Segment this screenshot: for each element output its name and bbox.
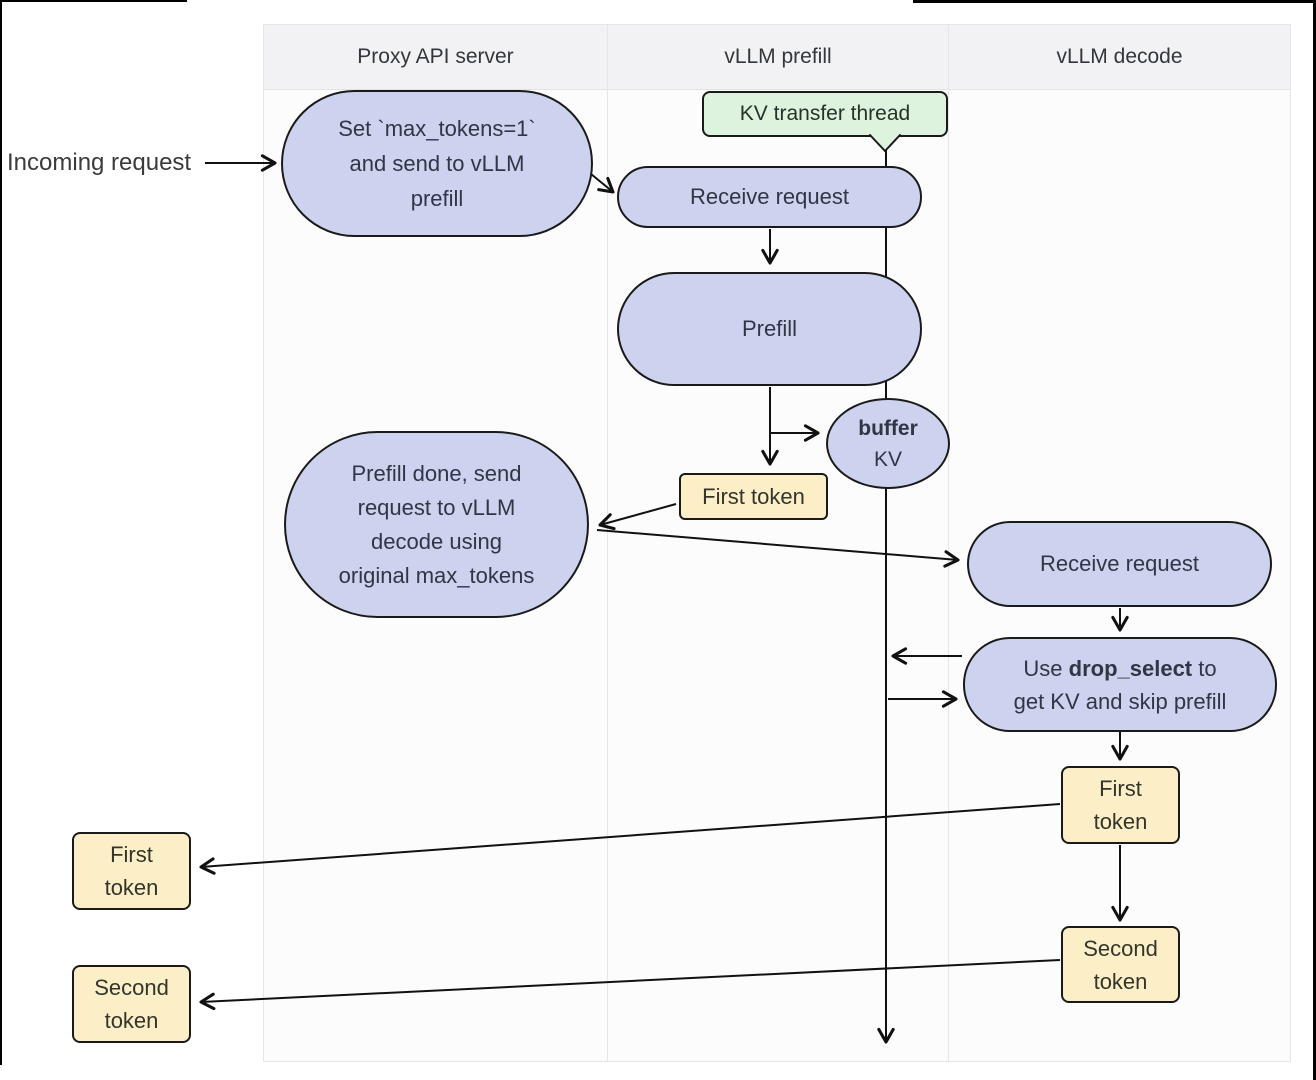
- node-first-token-out: First token: [72, 832, 191, 910]
- node-receive-request-prefill: Receive request: [617, 166, 922, 228]
- node-text-line: and send to vLLM: [349, 151, 525, 176]
- node-text-line: First: [1099, 776, 1142, 801]
- node-kv-transfer-thread: KV transfer thread: [702, 91, 948, 137]
- frame-top-right-border: [913, 0, 1316, 3]
- frame-top-left-border: [0, 0, 187, 2]
- lane-title: Proxy API server: [357, 45, 514, 68]
- lane-header-proxy-api-server: Proxy API server: [264, 25, 607, 90]
- frame-right-border: [1313, 0, 1316, 1080]
- node-text-line: get KV and skip prefill: [1013, 688, 1227, 714]
- node-buffer-kv: buffer KV: [826, 398, 950, 489]
- arrow-first-token-to-prefill-done: [598, 503, 677, 531]
- lane-title: vLLM prefill: [724, 45, 832, 68]
- node-text-line: Prefill done, send: [351, 460, 522, 486]
- incoming-request-label: Incoming request: [7, 149, 192, 176]
- arrow-prefill-done-to-receive-decode: [596, 529, 960, 568]
- node-text-line: KV: [873, 447, 902, 471]
- node-text-line: First token: [702, 483, 805, 509]
- node-text-line: First: [110, 842, 153, 867]
- arrow-second-token-decode-to-out: [199, 959, 1061, 1011]
- node-prefill: Prefill: [617, 272, 922, 386]
- node-text-line: token: [104, 875, 159, 900]
- node-second-token-decode: Second token: [1061, 926, 1180, 1003]
- frame-left-border: [0, 0, 2, 1065]
- node-first-token-prefill: First token: [679, 473, 828, 520]
- node-text-line: Receive request: [1040, 551, 1199, 576]
- node-text-line: prefill: [410, 186, 464, 211]
- node-first-token-decode: First token: [1061, 766, 1180, 844]
- node-set-max-tokens: Set `max_tokens=1` and send to vLLM pref…: [281, 90, 593, 237]
- lane-header-vllm-decode: vLLM decode: [949, 25, 1290, 90]
- node-use-drop-select: Use drop_select to get KV and skip prefi…: [963, 637, 1277, 732]
- node-receive-request-decode: Receive request: [967, 521, 1272, 607]
- node-text-line: Receive request: [690, 184, 849, 209]
- arrow-first-token-decode-to-out: [199, 803, 1061, 875]
- node-text-line: token: [1093, 968, 1148, 994]
- node-prefill-done: Prefill done, send request to vLLM decod…: [284, 431, 589, 618]
- node-text-line: Prefill: [741, 316, 797, 341]
- node-text-line: buffer: [858, 416, 918, 440]
- lane-title: vLLM decode: [1056, 45, 1183, 68]
- node-text-line: token: [1093, 809, 1148, 834]
- lane-header-vllm-prefill: vLLM prefill: [608, 25, 948, 90]
- node-text-line: decode using: [371, 528, 502, 554]
- node-text-line: Second: [1083, 935, 1158, 961]
- node-text-line: Second: [94, 975, 169, 1000]
- node-text-line: request to vLLM: [357, 494, 516, 520]
- node-text-line: Use drop_select to: [1023, 655, 1217, 681]
- node-text-line: token: [104, 1008, 159, 1033]
- node-text-line: KV transfer thread: [739, 102, 911, 125]
- node-second-token-out: Second token: [72, 965, 191, 1043]
- arrow-set-max-tokens-to-receive-prefill: [590, 173, 615, 194]
- node-text-line: original max_tokens: [338, 562, 535, 588]
- node-text-line: Set `max_tokens=1`: [338, 116, 536, 141]
